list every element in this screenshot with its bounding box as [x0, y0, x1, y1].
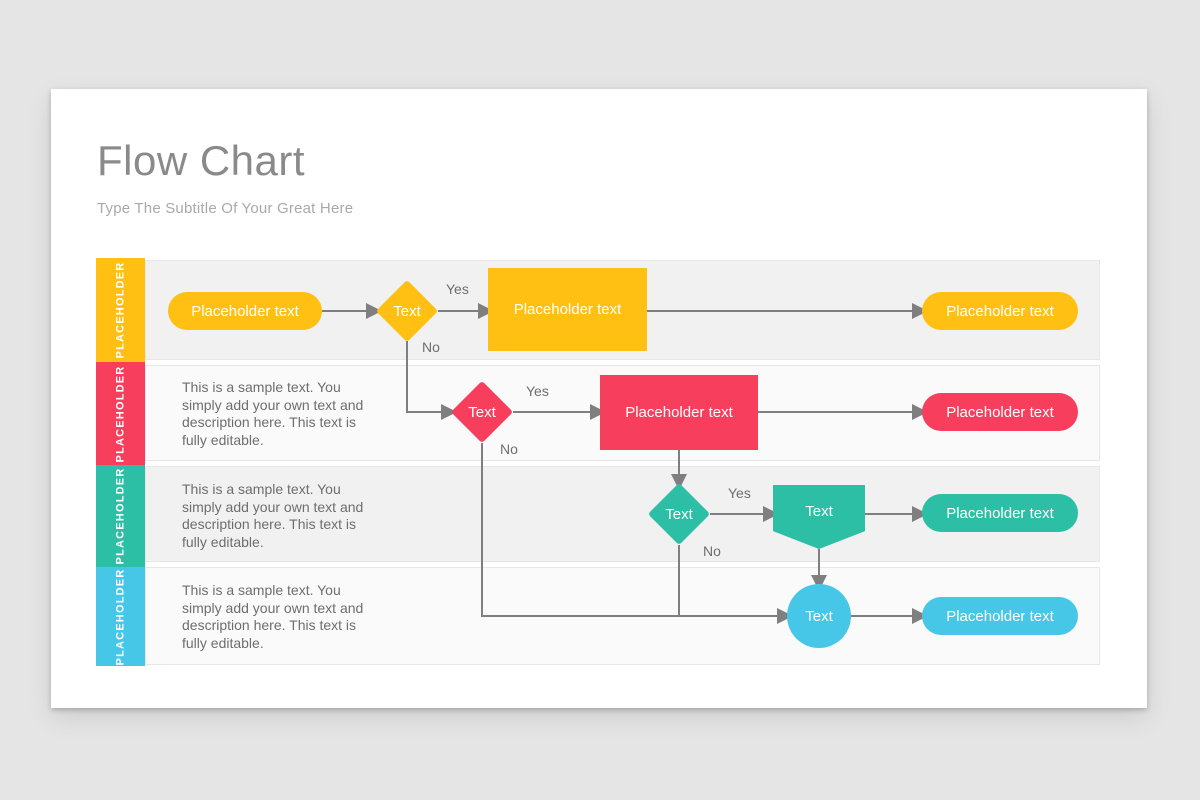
- end-pill-row1[interactable]: Placeholder text: [922, 292, 1078, 330]
- description-row3: This is a sample text. You simply add yo…: [182, 481, 364, 550]
- description-row2: This is a sample text. You simply add yo…: [182, 379, 364, 448]
- decision-diamond-row2-label: Text: [468, 403, 496, 421]
- row-tab-1-label: PLACEHOLDER: [114, 261, 127, 359]
- terminal-circle-row4[interactable]: Text: [787, 584, 851, 648]
- description-row4: This is a sample text. You simply add yo…: [182, 582, 364, 651]
- process-box-row1[interactable]: Placeholder text: [488, 268, 647, 351]
- end-pill-row4-label: Placeholder text: [946, 607, 1054, 625]
- end-pill-row2[interactable]: Placeholder text: [922, 393, 1078, 431]
- start-pill-row1-label: Placeholder text: [191, 302, 299, 320]
- row-tab-4-label: PLACEHOLDER: [114, 568, 127, 665]
- start-pill-row1[interactable]: Placeholder text: [168, 292, 322, 330]
- no-label-row1: No: [422, 339, 440, 355]
- yes-label-row2: Yes: [526, 383, 549, 399]
- process-box-row2[interactable]: Placeholder text: [600, 375, 758, 450]
- page-subtitle: Type The Subtitle Of Your Great Here: [97, 200, 354, 217]
- end-pill-row3[interactable]: Placeholder text: [922, 494, 1078, 532]
- row-tab-3-label: PLACEHOLDER: [114, 467, 127, 565]
- end-pill-row1-label: Placeholder text: [946, 302, 1054, 320]
- decision-diamond-row2[interactable]: Text: [450, 380, 514, 444]
- yes-label-row1: Yes: [446, 281, 469, 297]
- terminal-circle-row4-label: Text: [805, 607, 833, 625]
- decision-diamond-row1[interactable]: Text: [375, 279, 439, 343]
- no-label-row2: No: [500, 441, 518, 457]
- row-tab-2-label: PLACEHOLDER: [114, 365, 127, 462]
- decision-diamond-row1-label: Text: [393, 302, 421, 320]
- offpage-connector-row3-label: Text: [805, 502, 833, 520]
- no-label-row3: No: [703, 543, 721, 559]
- process-box-row1-label: Placeholder text: [513, 301, 622, 318]
- yes-label-row3: Yes: [728, 485, 751, 501]
- end-pill-row4[interactable]: Placeholder text: [922, 597, 1078, 635]
- decision-diamond-row3-label: Text: [665, 505, 693, 523]
- page-title: Flow Chart: [97, 137, 306, 184]
- row-tab-1[interactable]: PLACEHOLDER: [96, 258, 145, 362]
- row-tab-2[interactable]: PLACEHOLDER: [96, 362, 145, 465]
- end-pill-row3-label: Placeholder text: [946, 504, 1054, 522]
- row-tab-4[interactable]: PLACEHOLDER: [96, 567, 145, 666]
- end-pill-row2-label: Placeholder text: [946, 403, 1054, 421]
- row-tab-3[interactable]: PLACEHOLDER: [96, 465, 145, 567]
- process-box-row2-label: Placeholder text: [625, 404, 733, 421]
- decision-diamond-row3[interactable]: Text: [647, 482, 711, 546]
